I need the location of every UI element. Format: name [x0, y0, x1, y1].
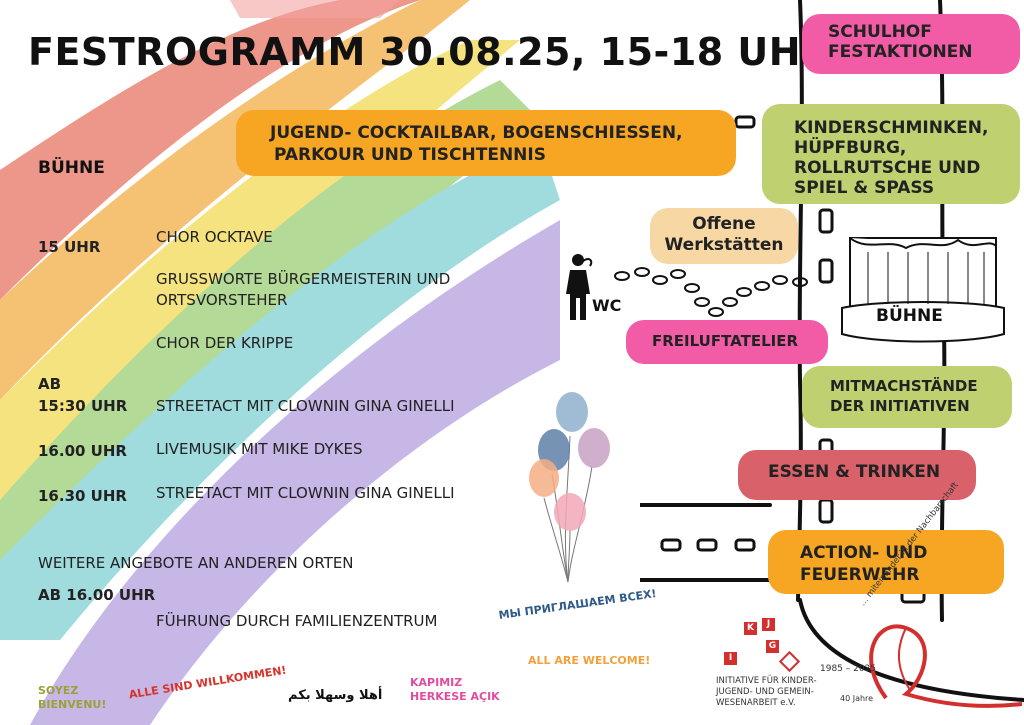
mitmach-line1: MITMACHSTÄNDE — [830, 377, 978, 395]
action-line2: FEUERWEHR — [800, 565, 920, 585]
schulhof-line2: FESTAKTIONEN — [828, 42, 973, 62]
page-title: FESTROGRAMM 30.08.25, 15-18 UHR — [28, 30, 831, 74]
mitmach-line2: DER INITIATIVEN — [830, 397, 970, 415]
essen-label: ESSEN & TRINKEN — [738, 450, 976, 500]
logo-years: 1985 – 2025 — [820, 664, 877, 674]
greeting-turkish-line1: KAPIMIZ — [410, 676, 463, 689]
buehne-heading: BÜHNE — [38, 158, 105, 178]
footsteps-icon — [614, 267, 808, 317]
wc-icon — [566, 254, 593, 320]
logo-diamond — [778, 650, 801, 673]
time-15: 15 UHR — [38, 238, 101, 256]
greeting-french-line2: BIENVENU! — [38, 698, 107, 711]
greeting-turkish: KAPIMIZ HERKESE AÇIK — [410, 676, 500, 704]
time-1600: 16.00 UHR — [38, 442, 127, 460]
kinder-label: KINDERSCHMINKEN, HÜPFBURG, ROLLRUTSCHE U… — [762, 104, 1020, 204]
kinder-line1: KINDERSCHMINKEN, — [794, 118, 989, 138]
jugend-label: JUGEND- COCKTAILBAR, BOGENSCHIESSEN, PAR… — [236, 110, 736, 176]
stage-label: BÜHNE — [876, 306, 943, 326]
schulhof-line1: SCHULHOF — [828, 22, 932, 42]
logo-letter-j: J — [762, 618, 775, 631]
ikjg-logo: K J I G — [714, 612, 814, 673]
event-grussworte-1: GRUSSWORTE BÜRGERMEISTERIN UND — [156, 270, 451, 288]
werkstaetten-line1: Offene — [692, 214, 756, 234]
time-1630: 16.30 UHR — [38, 487, 127, 505]
freiluftatelier-label: FREILUFTATELIER — [626, 320, 828, 364]
freiluftatelier-text: FREILUFTATELIER — [652, 332, 799, 350]
balloons-icon — [529, 392, 610, 583]
logo-text: INITIATIVE FÜR KINDER- JUGEND- UND GEMEI… — [716, 676, 817, 709]
ribbon-logo — [869, 624, 1022, 708]
event-chor-krippe: CHOR DER KRIPPE — [156, 334, 294, 352]
kinder-line4: SPIEL & SPASS — [794, 178, 935, 198]
jugend-line1: JUGEND- COCKTAILBAR, BOGENSCHIESSEN, — [270, 123, 683, 143]
greeting-french: SOYEZ BIENVENU! — [38, 684, 106, 712]
more-heading: WEITERE ANGEBOTE AN ANDEREN ORTEN — [38, 554, 354, 572]
logo-line1: INITIATIVE FÜR KINDER- — [716, 676, 817, 686]
wc-label: WC — [592, 296, 622, 315]
stage-icon — [841, 237, 1005, 343]
more-event: FÜHRUNG DURCH FAMILIENZENTRUM — [156, 612, 438, 630]
more-time: AB 16.00 UHR — [38, 586, 156, 604]
greeting-french-line1: SOYEZ — [38, 684, 79, 697]
greeting-arabic: أهلا وسهلا بكم — [288, 688, 383, 703]
logo-line3: WESENARBEIT e.V. — [716, 698, 796, 708]
logo-letter-i: I — [724, 652, 737, 665]
logo-letter-g: G — [766, 640, 779, 653]
action-label: ACTION- UND FEUERWEHR — [768, 530, 1004, 594]
kinder-line2: HÜPFBURG, — [794, 138, 907, 158]
time-1530: 15:30 UHR — [38, 397, 128, 415]
werkstaetten-label: Offene Werkstätten — [650, 208, 798, 264]
werkstaetten-line2: Werkstätten — [664, 235, 784, 255]
logo-anniversary: 40 Jahre — [840, 694, 874, 703]
event-streetact-2: STREETACT MIT CLOWNIN GINA GINELLI — [156, 484, 455, 502]
mitmach-label: MITMACHSTÄNDE DER INITIATIVEN — [802, 366, 1012, 428]
essen-text: ESSEN & TRINKEN — [768, 462, 941, 482]
kinder-line3: ROLLRUTSCHE UND — [794, 158, 981, 178]
event-streetact-1: STREETACT MIT CLOWNIN GINA GINELLI — [156, 397, 455, 415]
event-chor-ocktave: CHOR OCKTAVE — [156, 228, 273, 246]
logo-line2: JUGEND- UND GEMEIN- — [716, 687, 814, 697]
greeting-english: ALL ARE WELCOME! — [528, 654, 651, 667]
event-livemusik: LIVEMUSIK MIT MIKE DYKES — [156, 440, 363, 458]
greeting-turkish-line2: HERKESE AÇIK — [410, 690, 500, 703]
time-ab: AB — [38, 375, 62, 393]
logo-letter-k: K — [744, 622, 757, 635]
action-line1: ACTION- UND — [800, 543, 928, 563]
jugend-line2: PARKOUR UND TISCHTENNIS — [274, 145, 546, 165]
event-grussworte-2: ORTSVORSTEHER — [156, 291, 288, 309]
schulhof-label: SCHULHOF FESTAKTIONEN — [802, 14, 1020, 74]
